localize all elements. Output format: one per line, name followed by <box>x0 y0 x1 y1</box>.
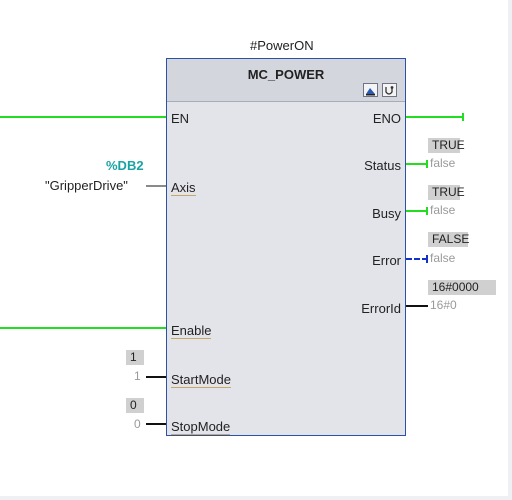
pin-en: EN <box>171 111 190 126</box>
pin-eno: ENO <box>372 111 401 126</box>
startmode-value[interactable]: 1 <box>134 369 141 383</box>
en-powerflow-wire <box>0 116 166 118</box>
pin-errorid: ErrorId <box>361 301 401 316</box>
startmode-monitor-value: 1 <box>126 350 144 365</box>
busy-monitor-value: TRUE <box>428 185 465 200</box>
axis-wire <box>146 185 166 187</box>
eno-coil-end <box>462 113 464 121</box>
pin-enable: Enable <box>171 323 212 339</box>
status-value[interactable]: false <box>430 156 456 170</box>
enable-powerflow-wire <box>0 327 166 329</box>
pin-busy: Busy <box>372 206 401 221</box>
error-monitor-value: FALSE <box>428 232 469 247</box>
status-wire <box>406 163 428 165</box>
block-type-title: MC_POWER <box>247 67 325 82</box>
pin-startmode: StartMode <box>171 372 231 388</box>
busy-wire <box>406 210 428 212</box>
error-wire <box>406 258 428 260</box>
busy-wire-end <box>426 207 428 215</box>
pin-stopmode: StopMode <box>171 419 231 435</box>
errorid-value[interactable]: 16#0 <box>430 298 457 312</box>
pin-status: Status <box>364 158 401 173</box>
stopmode-wire <box>146 423 166 425</box>
mc-power-block[interactable]: MC_POWER EN Axis Enable StartMode StopMo… <box>166 58 406 436</box>
error-value[interactable]: false <box>430 251 456 265</box>
pin-axis: Axis <box>171 180 196 196</box>
status-wire-end <box>426 160 428 168</box>
startmode-wire <box>146 376 166 378</box>
instance-db-name[interactable]: #PowerON <box>250 38 314 53</box>
pin-error: Error <box>372 253 401 268</box>
block-header: MC_POWER <box>167 59 405 102</box>
axis-operand[interactable]: "GripperDrive" <box>45 178 128 193</box>
axis-db-address[interactable]: %DB2 <box>106 158 144 173</box>
status-monitor-value: TRUE <box>428 138 465 153</box>
error-wire-end <box>426 255 428 263</box>
eno-powerflow-wire <box>406 116 464 118</box>
db-open-icon[interactable] <box>363 83 378 97</box>
stopmode-monitor-value: 0 <box>126 398 144 413</box>
diagnostics-icon[interactable] <box>382 83 397 97</box>
stopmode-value[interactable]: 0 <box>134 417 141 431</box>
errorid-monitor-value: 16#0000 <box>428 280 496 295</box>
errorid-wire <box>406 305 428 307</box>
busy-value[interactable]: false <box>430 203 456 217</box>
